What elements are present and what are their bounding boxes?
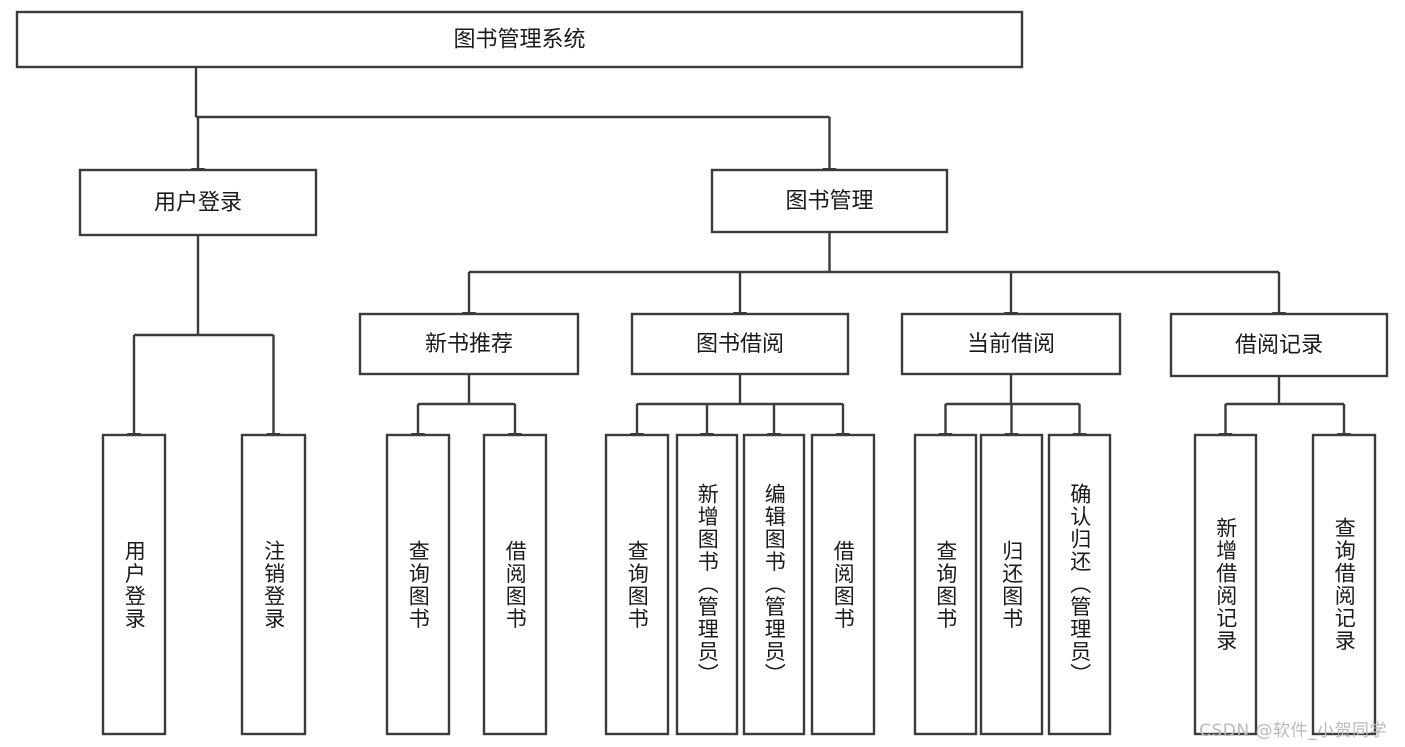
node-box-borrow-book-1[interactable]	[482, 433, 548, 736]
node-box-edit-book-admin[interactable]	[742, 433, 806, 736]
node-box-query-book-2[interactable]	[604, 433, 670, 736]
node-label-book-manage: 图书管理	[785, 189, 873, 214]
node-box-confirm-return-admin[interactable]	[1047, 433, 1112, 736]
node-label-borrow-record: 借阅记录	[1235, 333, 1323, 358]
connector-edges	[127, 67, 1351, 445]
node-box-return-book[interactable]	[979, 433, 1044, 736]
node-box-add-book-admin[interactable]	[675, 433, 739, 736]
node-box-book-borrow[interactable]	[630, 312, 850, 376]
node-box-query-borrow-record[interactable]	[1311, 433, 1377, 736]
node-box-user-login-do[interactable]	[101, 433, 167, 736]
node-box-query-book-1[interactable]	[385, 433, 451, 736]
node-label-root: 图书管理系统	[453, 28, 585, 53]
node-box-query-book-3[interactable]	[913, 433, 978, 736]
node-box-borrow-record[interactable]	[1169, 312, 1389, 378]
node-boxes	[15, 10, 1389, 736]
node-box-book-manage[interactable]	[710, 168, 949, 234]
node-box-user-login[interactable]	[78, 168, 318, 237]
node-box-new-book-recommend[interactable]	[358, 312, 580, 376]
node-label-user-login: 用户登录	[154, 191, 242, 216]
node-box-add-borrow-record[interactable]	[1193, 433, 1258, 736]
node-label-new-book-recommend: 新书推荐	[425, 332, 513, 357]
node-box-borrow-book-2[interactable]	[810, 433, 876, 736]
node-box-user-logout[interactable]	[240, 433, 307, 736]
node-label-current-borrow: 当前借阅	[967, 332, 1055, 357]
node-box-current-borrow[interactable]	[900, 312, 1122, 376]
node-box-root[interactable]	[15, 10, 1024, 69]
watermark: CSDN @软件_小贺同学	[1199, 721, 1387, 741]
node-label-book-borrow: 图书借阅	[696, 332, 784, 357]
